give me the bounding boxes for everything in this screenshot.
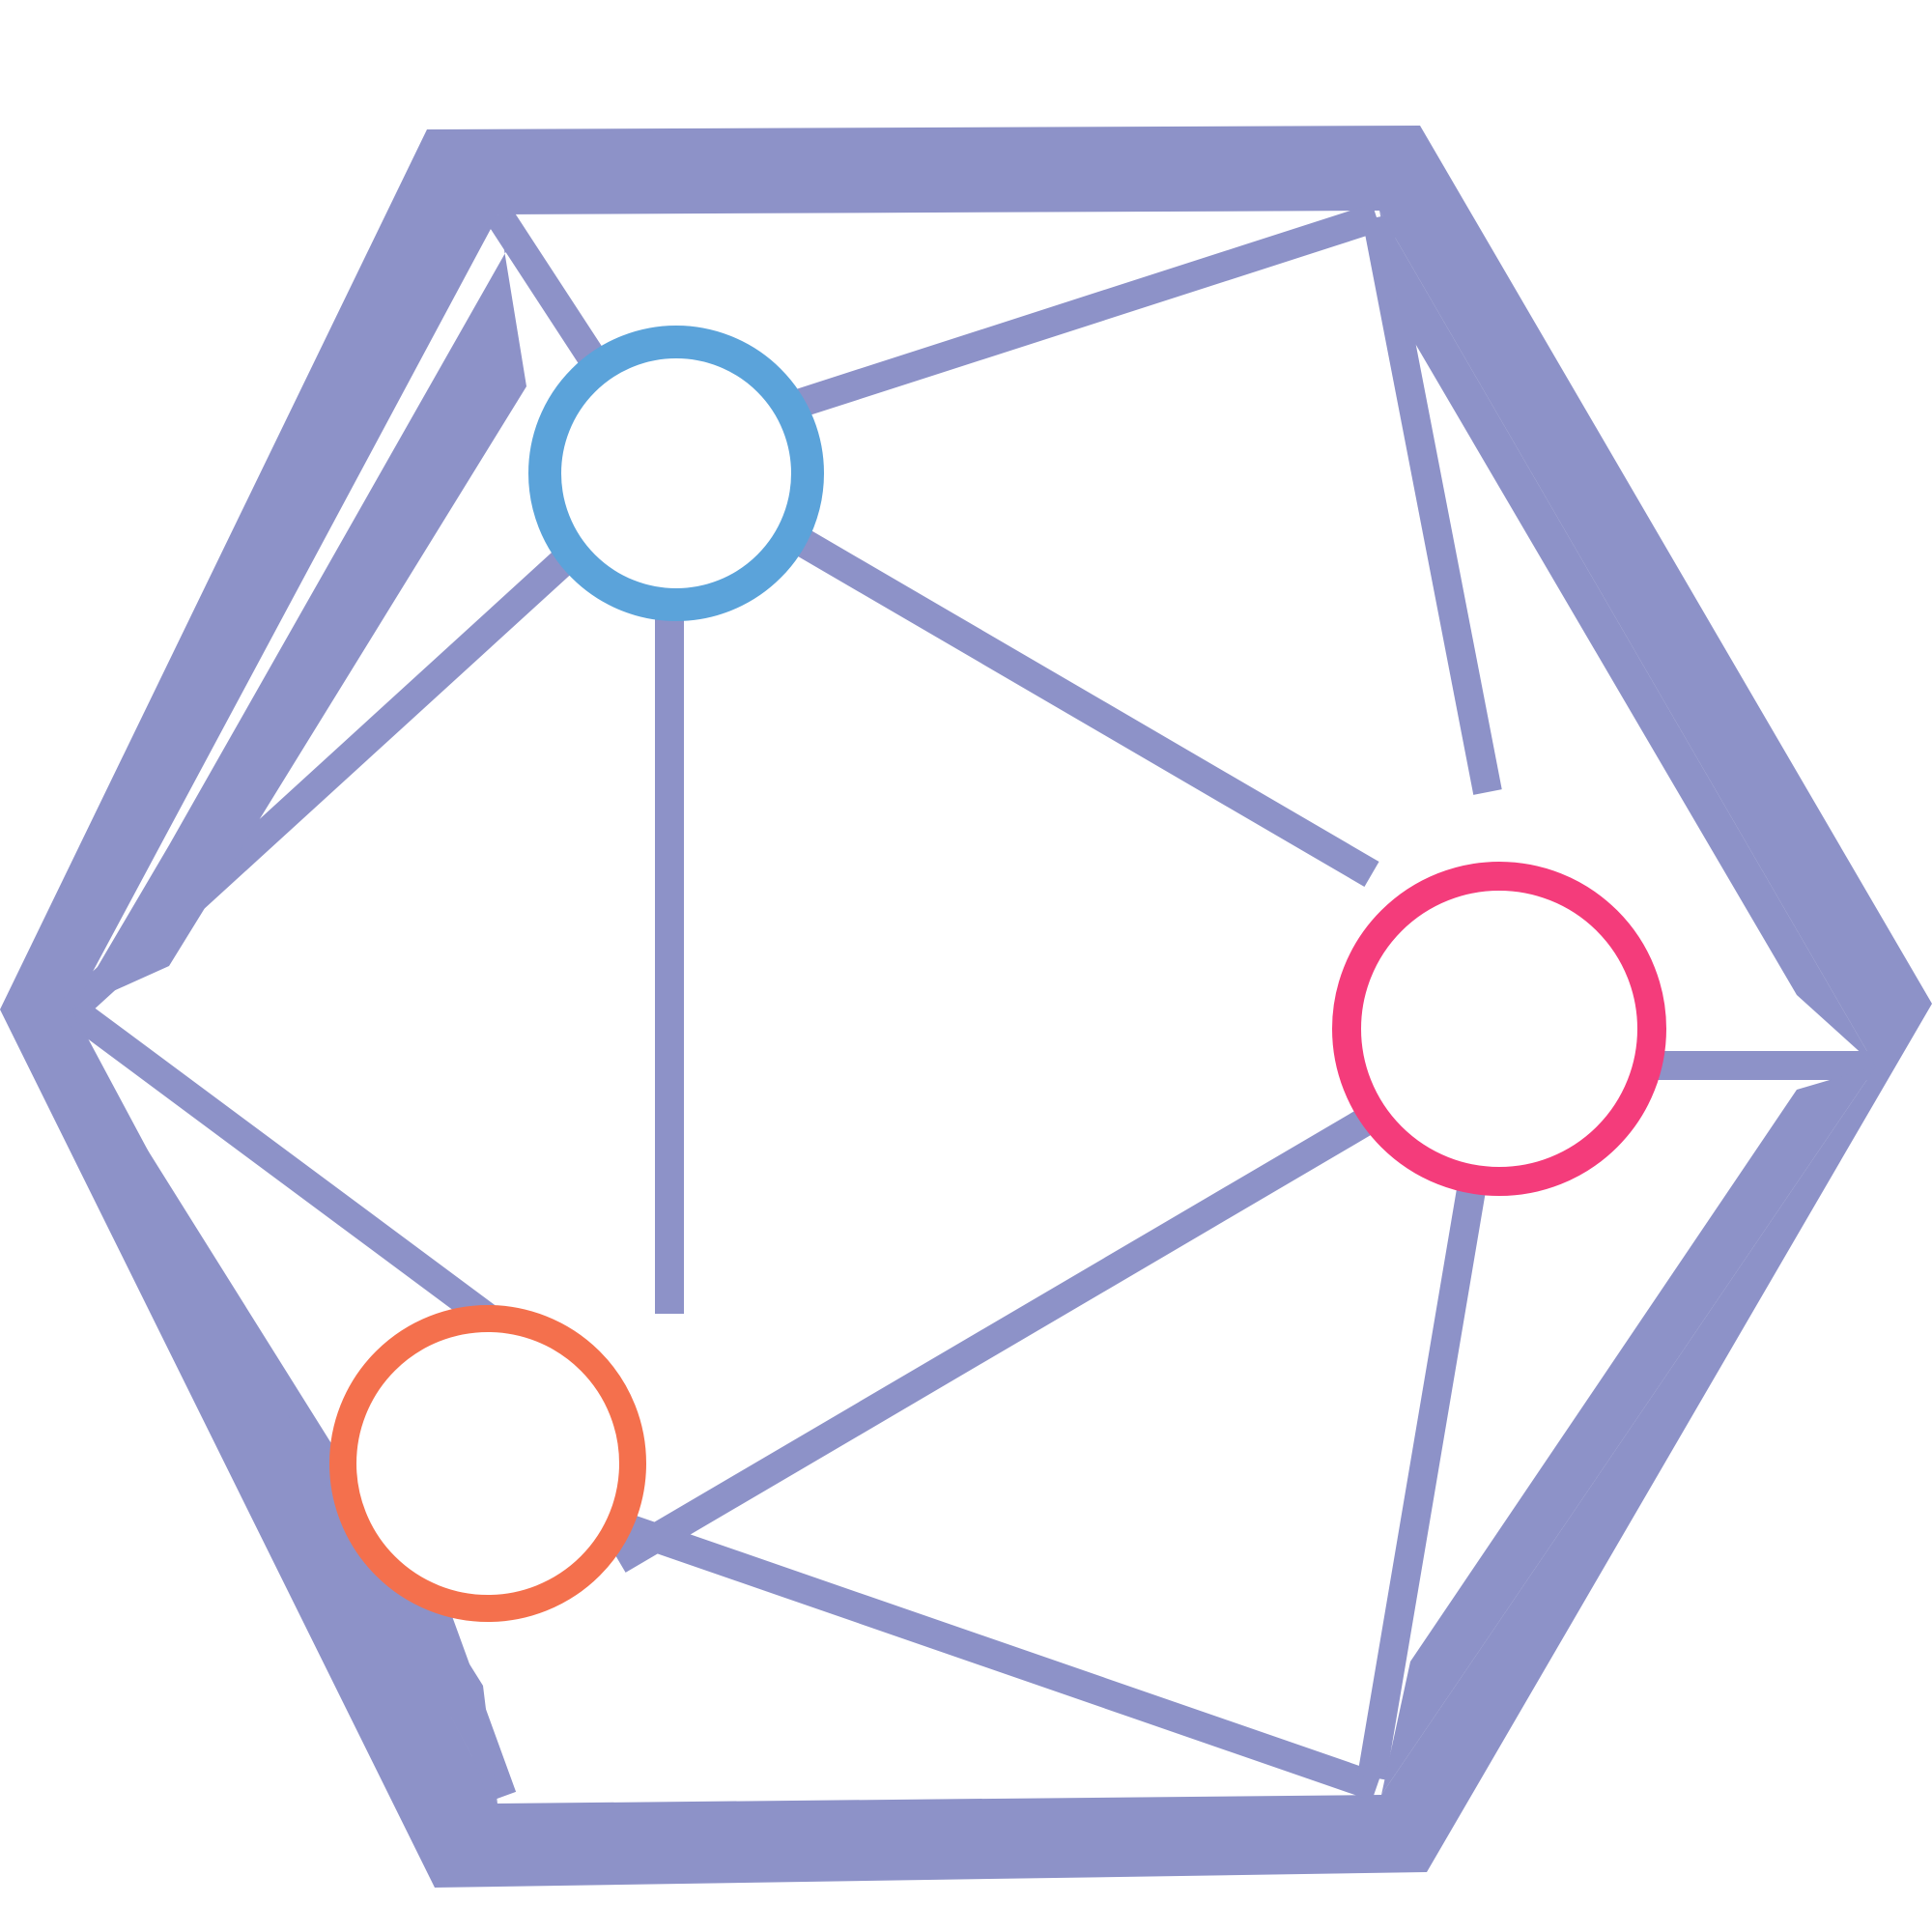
- node-top: [528, 326, 824, 621]
- edge: [1357, 1176, 1488, 1780]
- node-right: [1332, 862, 1666, 1196]
- node-bottom: [329, 1305, 646, 1622]
- edge: [604, 1507, 1381, 1802]
- edge: [611, 1108, 1375, 1573]
- network-edges: [62, 203, 1876, 1803]
- frame-facet: [72, 214, 526, 1009]
- edge: [787, 203, 1381, 420]
- frame-facet: [1381, 1066, 1876, 1795]
- edge: [784, 524, 1379, 887]
- edge: [1362, 214, 1502, 795]
- frame-facet: [72, 1009, 497, 1804]
- frame-facet: [1379, 211, 1876, 1066]
